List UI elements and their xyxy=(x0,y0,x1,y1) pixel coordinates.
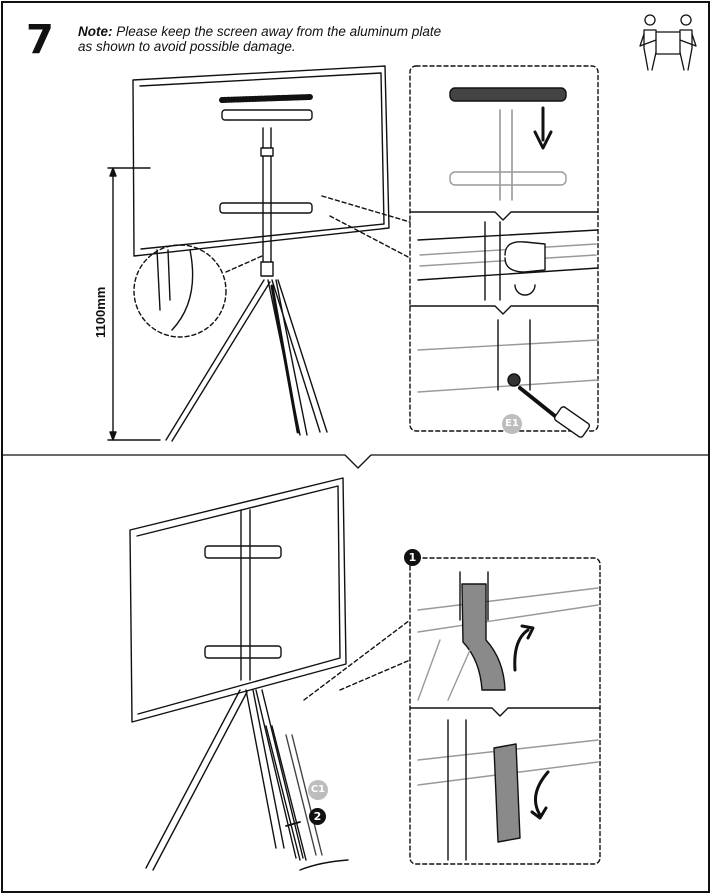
note-body: Please keep the screen away from the alu… xyxy=(116,24,442,39)
e1-badge: E1 xyxy=(505,418,519,429)
note-label: Note: xyxy=(78,24,113,39)
step-number: 7 xyxy=(26,17,54,63)
detail-panel-top xyxy=(409,65,599,438)
detail-panel-bottom xyxy=(409,557,601,865)
callout-number-2: 2 xyxy=(309,808,326,825)
two-person-icon xyxy=(639,14,697,71)
section-divider xyxy=(1,454,710,469)
note-text: Note: Please keep the screen away from t… xyxy=(78,24,498,54)
tv-stand-top xyxy=(107,65,411,442)
note-body-line2: as shown to avoid possible damage. xyxy=(78,39,296,54)
tv-stand-bottom xyxy=(129,477,411,871)
height-dimension-label: 1100mm xyxy=(93,286,108,338)
c1-badge: C1 xyxy=(310,784,326,795)
callout-number-1: 1 xyxy=(404,549,421,566)
